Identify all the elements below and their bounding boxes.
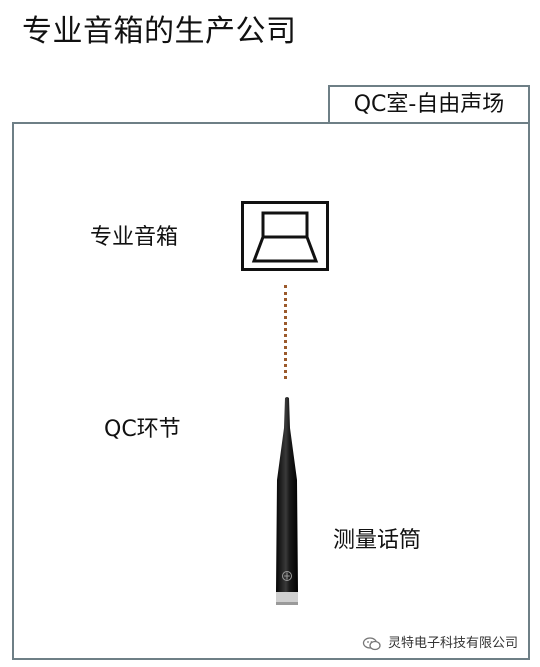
watermark: 灵特电子科技有限公司 xyxy=(360,634,521,654)
wechat-icon xyxy=(362,637,381,651)
room-label-tab: QC室-自由声场 xyxy=(328,85,530,123)
page-title: 专业音箱的生产公司 xyxy=(22,14,297,49)
measurement-dotted-line xyxy=(284,285,287,379)
watermark-text: 灵特电子科技有限公司 xyxy=(388,636,519,651)
speaker-icon xyxy=(241,201,329,271)
room-label: QC室-自由声场 xyxy=(353,92,505,117)
measurement-microphone-icon xyxy=(276,397,298,605)
qc-room-frame xyxy=(12,122,530,660)
microphone-label: 测量话筒 xyxy=(333,528,422,553)
speaker-label: 专业音箱 xyxy=(90,225,179,250)
qc-label: QC环节 xyxy=(104,417,181,442)
